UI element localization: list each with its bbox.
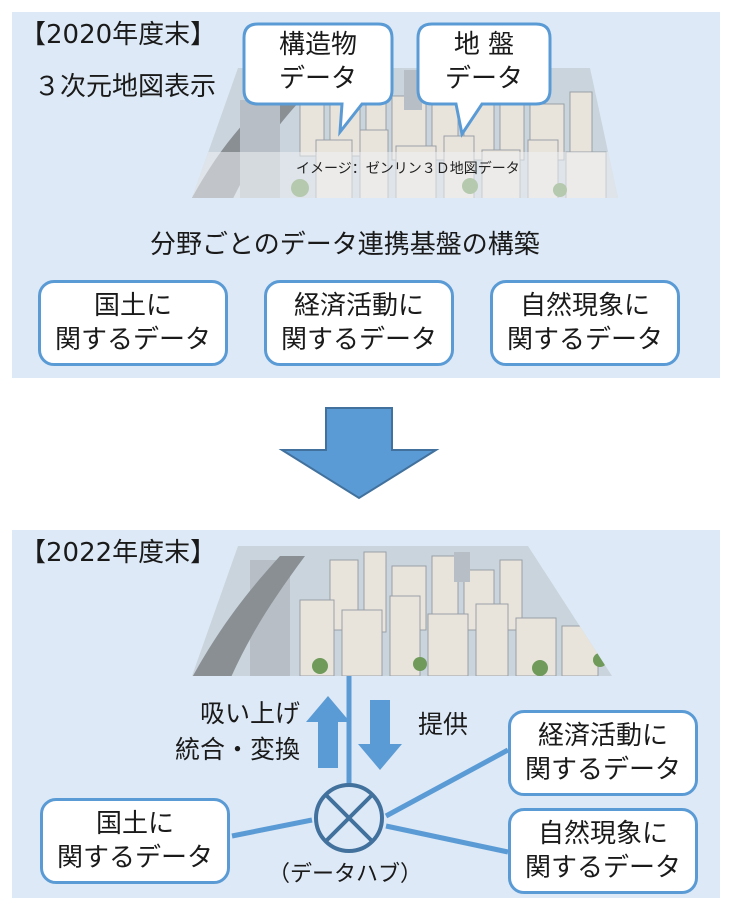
bubble-ground-line-1: 地 盤 xyxy=(453,30,515,60)
hub-cross-icon xyxy=(314,783,384,853)
box-nature-bottom-line-1: 自然現象に xyxy=(537,819,668,849)
box-economy-line-2: 関するデータ xyxy=(280,325,437,355)
box-nature-data-bottom: 自然現象に 関するデータ xyxy=(508,808,698,894)
uptake-label: 吸い上げ 統合・変換 xyxy=(160,696,300,768)
bubble-structure-text: 構造物 データ xyxy=(256,28,380,96)
bubble-structure-data xyxy=(242,22,394,137)
bubble-structure-line-1: 構造物 xyxy=(278,30,357,60)
hub-connections xyxy=(231,676,510,855)
box-nature-data-top: 自然現象に 関するデータ xyxy=(490,280,680,366)
up-arrow-icon xyxy=(306,696,350,768)
image-credit: イメージ：ゼンリン３Ｄ地図データ xyxy=(296,161,520,177)
box-economy-line-1: 経済活動に xyxy=(293,291,424,321)
down-arrow-icon xyxy=(278,407,440,500)
box-economy-data-top: 経済活動に 関するデータ xyxy=(264,280,454,366)
uptake-label-line-1: 吸い上げ xyxy=(199,699,300,728)
box-economy-data-bottom: 経済活動に 関するデータ xyxy=(508,710,698,796)
bubble-ground-text: 地 盤 データ xyxy=(424,28,544,96)
bubble-ground-data xyxy=(416,22,552,138)
box-land-line-2: 関するデータ xyxy=(54,325,211,355)
provide-arrow-icon xyxy=(358,700,402,770)
bubble-ground-line-2: データ xyxy=(444,64,523,94)
map-display-label: ３次元地図表示 xyxy=(34,72,217,102)
box-land-data-bottom: 国土に 関するデータ xyxy=(40,798,230,884)
box-land-bottom-line-2: 関するデータ xyxy=(56,843,213,873)
box-economy-bottom-line-1: 経済活動に xyxy=(537,721,668,751)
box-land-data-top: 国土に 関するデータ xyxy=(38,280,228,366)
period-2020: 【2020年度末】 xyxy=(20,20,217,50)
uptake-label-line-2: 統合・変換 xyxy=(174,735,300,764)
provide-label: 提供 xyxy=(418,710,469,739)
period-2022: 【2022年度末】 xyxy=(20,538,217,568)
bubble-structure-line-2: データ xyxy=(278,64,357,94)
box-land-line-1: 国土に xyxy=(93,291,172,321)
hub-label: （データハブ） xyxy=(268,862,423,887)
box-nature-line-1: 自然現象に xyxy=(519,291,650,321)
box-land-bottom-line-1: 国土に xyxy=(95,809,174,839)
box-nature-line-2: 関するデータ xyxy=(506,325,663,355)
box-nature-bottom-line-2: 関するデータ xyxy=(524,853,681,883)
platform-title: 分野ごとのデータ連携基盤の構築 xyxy=(150,230,540,260)
box-economy-bottom-line-2: 関するデータ xyxy=(524,755,681,785)
